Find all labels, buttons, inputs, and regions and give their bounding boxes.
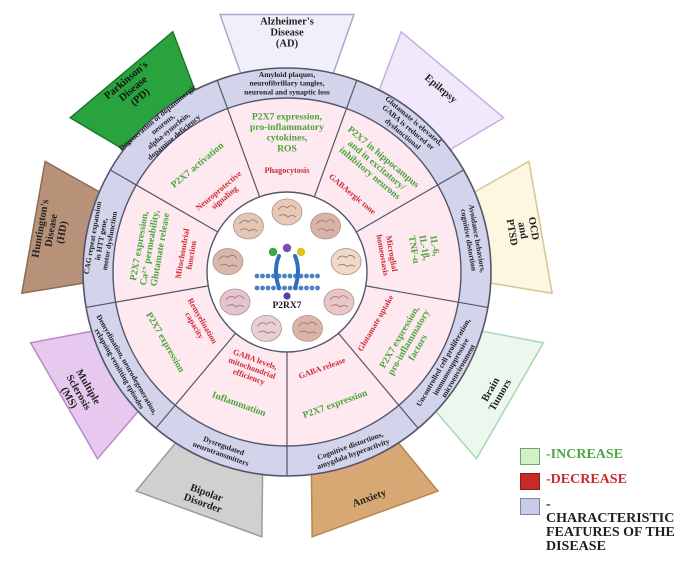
inner-illustrations: P2RX7: [212, 198, 362, 342]
ion-bead: [268, 247, 278, 257]
membrane-lipid: [254, 273, 260, 279]
brain-folds: [316, 219, 335, 232]
sector-divider: [365, 285, 489, 309]
membrane-lipid: [309, 273, 315, 279]
brain-folds: [336, 254, 356, 268]
brain-illustration: [212, 248, 244, 275]
ion-bead: [282, 243, 292, 253]
membrane-lipid: [271, 285, 276, 291]
sector-divider: [216, 80, 261, 198]
increase-text-ad-line: cytokines,: [267, 133, 308, 144]
membrane-lipid: [298, 285, 304, 291]
membrane-lipid: [304, 273, 309, 279]
brain-folds: [329, 295, 349, 308]
sector-divider: [313, 80, 358, 198]
brain-illustration: [330, 248, 362, 275]
increase-text-ocd-line: TNF-α: [406, 235, 422, 265]
pennant-label-ocd: OCDandPTSD: [504, 214, 541, 247]
pennant-label-ocd-line: PTSD: [504, 218, 520, 247]
brain-thumbnail: [251, 314, 282, 342]
pennant-pd: Parkinson'sDisease(PD): [68, 30, 198, 153]
pennant-label-hd-line: (HD): [55, 220, 70, 245]
membrane-lipid: [265, 285, 271, 291]
membrane-lipid: [287, 285, 293, 291]
p2rx7-receptor: P2RX7: [251, 236, 323, 311]
center-label: P2RX7: [272, 301, 301, 311]
membrane-lipid: [265, 273, 271, 279]
membrane-lipid: [315, 273, 320, 279]
membrane-lipid: [282, 285, 287, 291]
sector-divider: [337, 332, 419, 429]
decrease-text-ad: Phagocytosis: [264, 166, 309, 175]
brain-illustration: [251, 314, 282, 342]
pennant-label-ocd-line: and: [515, 221, 529, 240]
legend-decrease: -DECREASE: [520, 473, 685, 490]
characteristic-text-ad: Amyloid plaques,neurofibrillary tangles,…: [244, 70, 330, 96]
membrane-lipid: [282, 273, 287, 279]
brain-folds: [298, 321, 317, 334]
brain-thumbnail: [323, 288, 355, 316]
ion-bead: [296, 247, 306, 257]
brain-illustration: [219, 288, 251, 316]
increase-text-ad-line: pro-inflammatory: [250, 122, 324, 133]
brain-thumbnail: [330, 248, 362, 275]
brain-folds: [225, 295, 245, 308]
pennant-label-pd: Parkinson'sDisease(PD): [103, 59, 165, 118]
decrease-label: -DECREASE: [546, 472, 627, 487]
brain-folds: [239, 219, 258, 232]
legend-characteristic: -CHARACTERISTIC FEATURES OF THE DISEASE: [520, 498, 685, 554]
brain-illustration: [323, 288, 355, 316]
sector-divider: [110, 169, 219, 233]
brain-thumbnail: [271, 198, 303, 226]
characteristic-label: -CHARACTERISTIC FEATURES OF THE DISEASE: [546, 497, 675, 554]
increase-text-ad-line: P2X7 expression,: [252, 111, 323, 122]
brain-thumbnail: [233, 212, 264, 240]
membrane-lipid: [287, 273, 293, 279]
brain-thumbnail: [219, 288, 251, 316]
increase-label: -INCREASE: [546, 447, 624, 462]
characteristic-text-ad-line: neurofibrillary tangles,: [250, 79, 325, 88]
brain-illustration: [233, 212, 264, 240]
characteristic-text-ad-line: Amyloid plaques,: [259, 70, 316, 79]
decrease-text-ad-line: Phagocytosis: [264, 166, 309, 175]
characteristic-swatch: [520, 498, 540, 515]
decrease-swatch: [520, 473, 540, 490]
brain-thumbnail: [292, 314, 323, 342]
membrane-lipid: [260, 285, 265, 291]
increase-text-ocd-line: IL-6,: [427, 235, 442, 258]
sector-divider: [85, 285, 209, 309]
increase-text-ad-line: ROS: [277, 143, 297, 154]
sector-divider: [155, 332, 237, 429]
brain-illustration: [292, 314, 323, 342]
brain-folds: [218, 254, 238, 268]
brain-illustration: [271, 198, 303, 226]
membrane-lipid: [315, 285, 320, 291]
pennant-label-ocd-line: OCD: [526, 216, 541, 241]
brain-folds: [277, 205, 297, 218]
brain-thumbnail: [212, 248, 244, 275]
legend-increase: -INCREASE: [520, 448, 685, 465]
membrane-lipid: [304, 285, 309, 291]
pennant-label-ad-line: Disease: [270, 28, 304, 39]
membrane-lipid: [309, 285, 315, 291]
increase-text-ocd: IL-6,IL-1β,TNF-α: [406, 231, 443, 265]
channel-helix: [274, 254, 300, 290]
brain-thumbnail: [310, 212, 341, 240]
increase-text-ocd-line: IL-1β,: [416, 234, 431, 262]
membrane-lipid: [254, 285, 260, 291]
membrane-lipid: [260, 273, 265, 279]
characteristic-text-ad-line: neuronal and synaptic loss: [244, 87, 330, 96]
brain-folds: [257, 321, 276, 334]
legend: -INCREASE -DECREASE -CHARACTERISTIC FEAT…: [520, 448, 685, 562]
brain-illustration: [310, 212, 341, 240]
ion-bead: [283, 292, 291, 300]
sector-divider: [355, 169, 464, 233]
pennant-label-ad-line: Alzheimer's: [260, 17, 314, 28]
increase-swatch: [520, 448, 540, 465]
pennant-label-ad-line: (AD): [276, 39, 299, 50]
